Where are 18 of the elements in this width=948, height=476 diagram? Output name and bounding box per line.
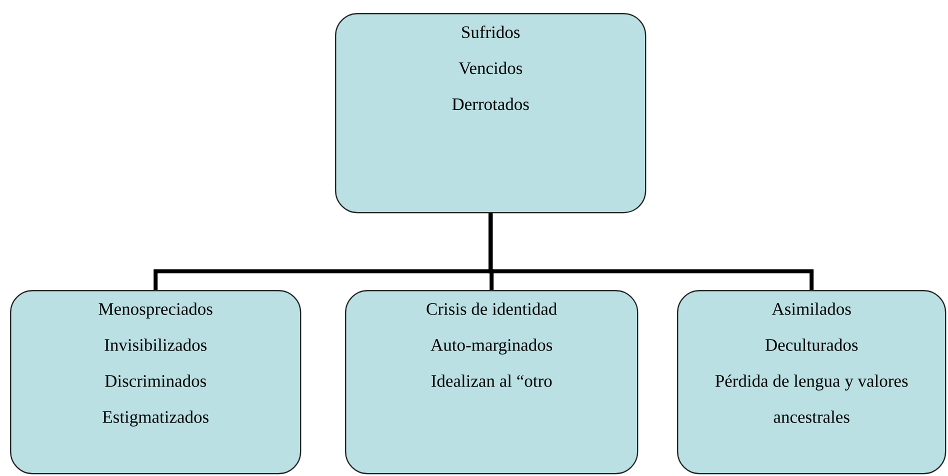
box-text: Invisibilizados bbox=[104, 338, 207, 351]
box-text: Vencidos bbox=[458, 62, 522, 74]
rounded-box bbox=[345, 290, 638, 474]
box-text: Pérdida de lengua y valores ancestrales bbox=[715, 374, 908, 423]
box-text: Sufridos bbox=[462, 26, 520, 38]
rounded-box bbox=[10, 290, 302, 474]
box-text: Estigmatizados bbox=[102, 410, 208, 426]
box-text: Derrotados bbox=[452, 98, 529, 110]
box-text: Discriminados bbox=[105, 374, 206, 387]
rounded-box bbox=[335, 13, 646, 214]
box-text: Menospreciados bbox=[98, 302, 212, 318]
rounded-box bbox=[677, 290, 946, 474]
box-text: Crisis de identidad bbox=[426, 302, 557, 315]
box-text: Auto-marginados bbox=[430, 338, 552, 355]
connector-line bbox=[488, 213, 814, 290]
box-text: Asimilados bbox=[772, 302, 851, 315]
box-text: Deculturados bbox=[765, 338, 858, 351]
box-text: Idealizan al “otro bbox=[432, 374, 552, 387]
